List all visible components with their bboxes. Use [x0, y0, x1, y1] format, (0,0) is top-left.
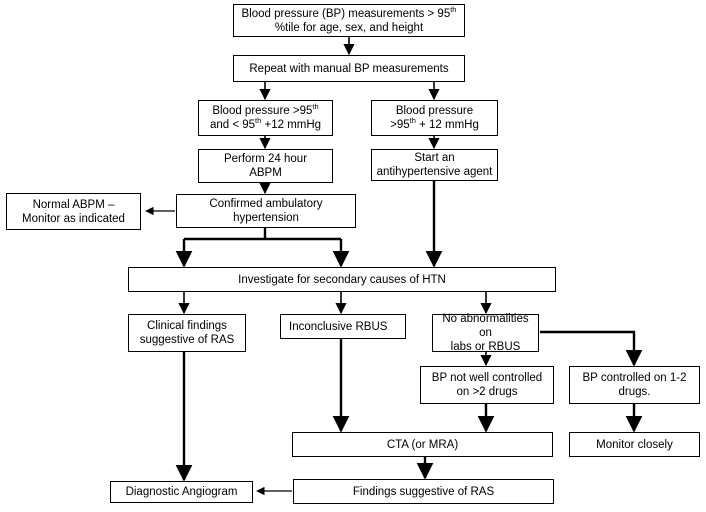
- investigate-box: Investigate for secondary causes of HTN: [128, 267, 556, 292]
- findings-ras-box: Findings suggestive of RAS: [293, 479, 554, 504]
- inconclusive-rbus-box: Inconclusive RBUS: [280, 314, 406, 339]
- arrow-noab-to-bpcontrolled: [540, 330, 643, 367]
- bp-measurement-box: Blood pressure (BP) measurements > 95th%…: [233, 4, 465, 37]
- repeat-manual-box: Repeat with manual BP measurements: [233, 55, 465, 82]
- diagnostic-angiogram-box: Diagnostic Angiogram: [110, 481, 253, 503]
- normal-abpm-box: Normal ABPM –Monitor as indicated: [6, 193, 141, 230]
- bp-gt-95-12-box: Blood pressure>95th + 12 mmHg: [371, 100, 498, 136]
- monitor-closely-box: Monitor closely: [569, 432, 700, 457]
- cta-box: CTA (or MRA): [292, 432, 553, 457]
